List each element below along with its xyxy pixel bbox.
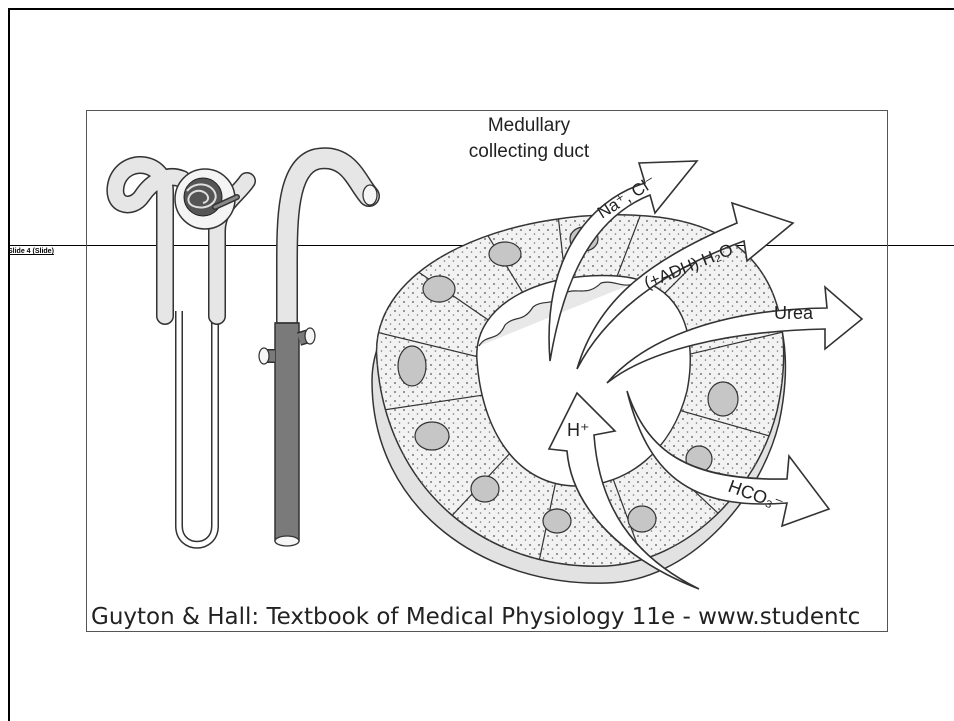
nephron-illustration bbox=[115, 158, 377, 546]
slide-tiny-label: Slide 4 (Slide) bbox=[8, 248, 54, 256]
figure-title-line2: collecting duct bbox=[469, 141, 590, 162]
frame-top-border bbox=[8, 8, 954, 10]
figure-caption: Guyton & Hall: Textbook of Medical Physi… bbox=[91, 604, 860, 630]
frame-left-border bbox=[8, 8, 10, 721]
h-plus-label: H⁺ bbox=[567, 420, 590, 440]
urea-label: Urea bbox=[774, 303, 814, 323]
duct-cross-section bbox=[367, 201, 807, 583]
collecting-duct-figure: Medullary collecting duct Na⁺, Cl⁻ (+ADH… bbox=[86, 110, 888, 632]
diagram-canvas: Medullary collecting duct Na⁺, Cl⁻ (+ADH… bbox=[87, 111, 888, 632]
figure-title-line1: Medullary bbox=[488, 115, 571, 136]
